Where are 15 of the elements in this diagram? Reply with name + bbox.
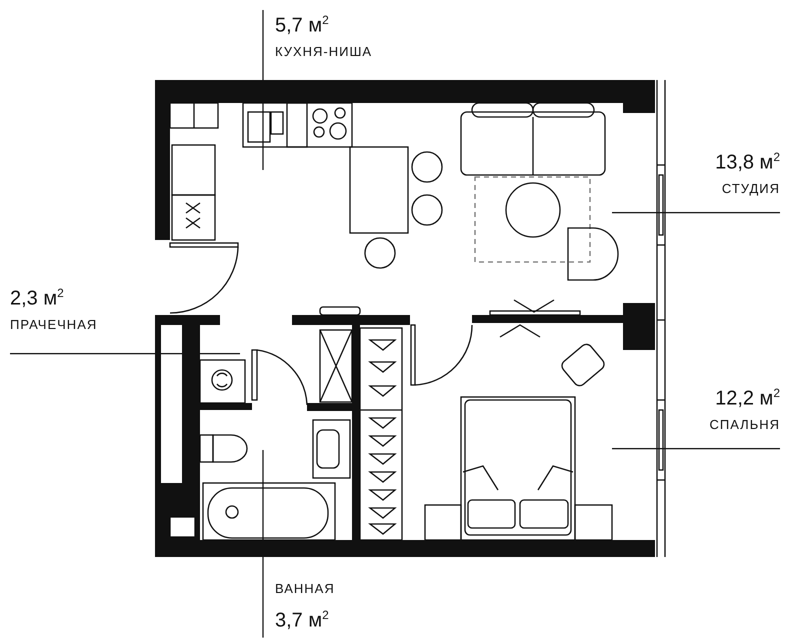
area-value: 12,2 м$^{2}$ [715,385,780,411]
room-name: СПАЛЬНЯ [709,416,780,434]
room-name: ВАННАЯ [275,580,335,598]
area-value: 5,7 м$^{2}$ [275,12,330,38]
room-name: СТУДИЯ [722,180,780,198]
leader-line [262,450,264,638]
room-name: ПРАЧЕЧНАЯ [10,316,98,334]
area-value: 13,8 м$^{2}$ [715,149,780,175]
room-name: КУХНЯ-НИША [275,42,372,61]
leader-line [262,10,264,170]
leader-line [612,212,780,214]
leader-line [10,353,240,354]
area-value: 2,3 м$^{2}$ [10,285,65,311]
area-value: 3,7 м$^{2}$ [275,607,330,633]
leader-line [612,448,780,450]
